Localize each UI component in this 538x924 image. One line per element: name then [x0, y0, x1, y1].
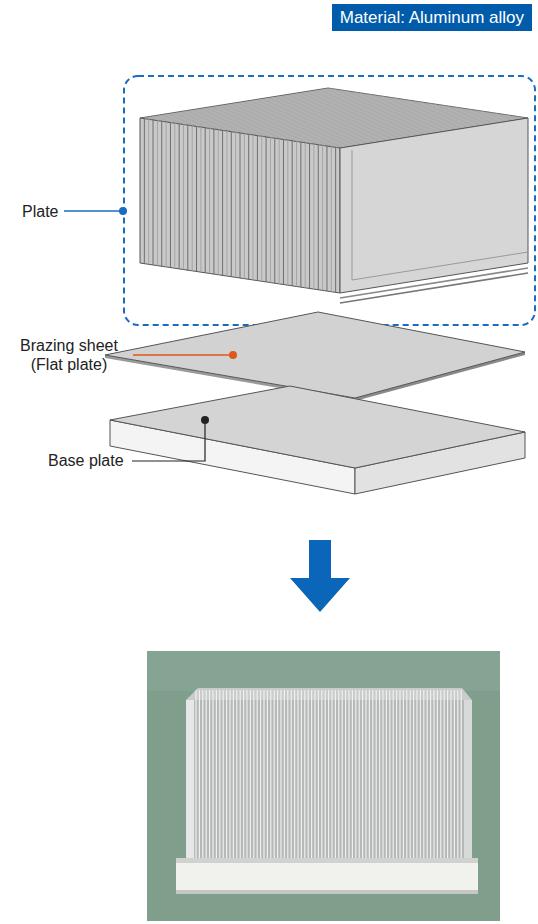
leader-dot [229, 351, 237, 359]
part-label: Brazing sheet (Flat plate) [10, 336, 128, 374]
material-banner: Material: Aluminum alloy [332, 4, 532, 31]
leader-line [132, 421, 205, 461]
heat-sink-photo [147, 651, 500, 921]
leader-line [133, 354, 232, 356]
fin-stack [140, 88, 528, 303]
leader-line [64, 210, 122, 212]
leader-dot [201, 416, 209, 424]
part-label: Plate [22, 202, 58, 221]
down-arrow [290, 540, 350, 612]
part-label: Base plate [48, 451, 124, 470]
base-plate-drawing [110, 386, 525, 494]
brazing-sheet-drawing [105, 312, 525, 401]
leader-dot [119, 207, 127, 215]
plate-group-outline [124, 76, 535, 325]
fin-lines [144, 89, 523, 293]
banner-text: Material: Aluminum alloy [340, 7, 524, 28]
